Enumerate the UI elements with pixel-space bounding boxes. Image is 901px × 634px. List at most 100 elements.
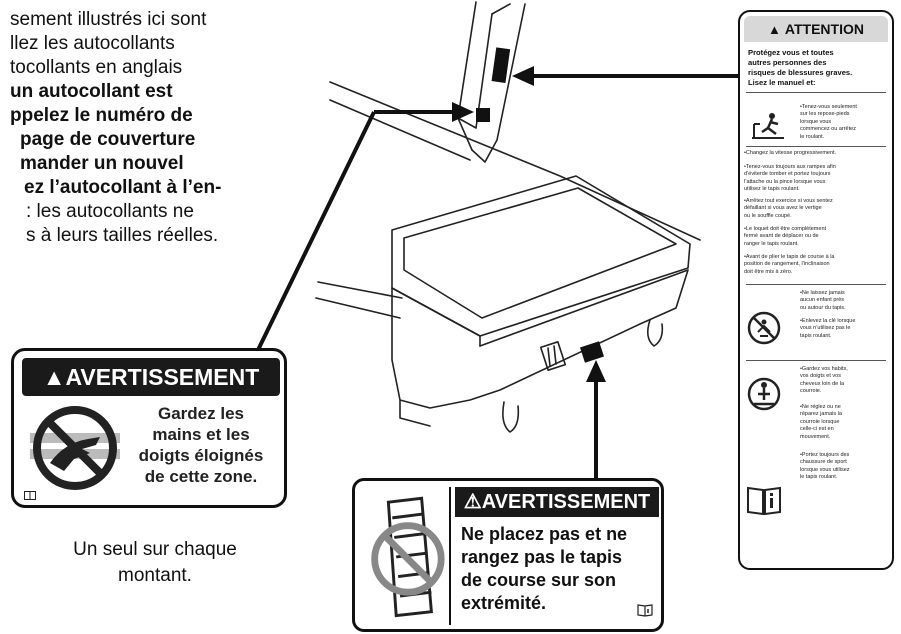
attention-text: le tapis roulant. — [800, 474, 838, 481]
no-hands-icon — [30, 406, 120, 490]
attention-text: •Ne laissez jamais — [800, 290, 845, 296]
manual-icon — [24, 491, 36, 500]
caption: Un seul sur chaque montant. — [10, 537, 300, 589]
attention-intro-line: risques de blessures graves. — [748, 68, 853, 77]
warning-line: rangez pas le tapis — [461, 547, 623, 567]
intro-line: page de couverture — [20, 129, 196, 150]
attention-header: ▲ATTENTION — [744, 16, 888, 42]
no-upright-storage-icon — [371, 487, 451, 625]
attention-item: •Avant de plier le tapis de course à la … — [744, 254, 835, 276]
attention-item: •Tenez-vous seulement sur les repose-pie… — [800, 104, 857, 141]
upright-base — [457, 117, 473, 151]
attention-intro-line: Protégez vous et toutes — [748, 48, 834, 57]
attention-item: •Tenez-vous toujours aux rampes afin d’é… — [744, 164, 836, 194]
intro-line: mander un nouvel — [20, 153, 184, 174]
warning-message: Ne placez pas et ne rangez pas le tapis … — [461, 523, 661, 615]
no-child-icon — [747, 311, 781, 345]
switch-detail — [547, 345, 557, 367]
person-step-icon — [752, 113, 784, 139]
pointer-line-hands — [256, 111, 376, 351]
attention-text: courroie. — [800, 388, 822, 395]
attention-text: •Portez toujours des — [800, 452, 850, 458]
base-side — [391, 269, 689, 409]
attention-text: lorsque vous — [800, 118, 832, 125]
attention-text: ou autour du tapis. — [800, 304, 846, 311]
attention-text: •Le loquet doit être complètement — [744, 226, 827, 232]
upright-left — [457, 1, 493, 129]
belt-hazard-icon — [747, 377, 781, 411]
attention-text: réparez jamais la — [800, 411, 842, 418]
arrow-pointer-icon — [512, 66, 534, 86]
wheel-front — [502, 401, 520, 433]
attention-text: commencez ou arrêtez — [800, 126, 856, 133]
attention-text: celle-ci est en — [800, 426, 834, 433]
divider — [746, 284, 886, 285]
attention-text: fermé avant de déplacer ou de — [744, 233, 819, 240]
attention-item: •Enlevez la clé lorsque vous n’utilisez … — [800, 318, 855, 340]
attention-item: •Portez toujours des chaussure de sport … — [800, 452, 850, 482]
attention-text: lorsque vous utilisez — [800, 466, 850, 473]
attention-text: chaussure de sport — [800, 459, 847, 466]
deck-edge-inner — [329, 99, 471, 161]
attention-text: mouvement. — [800, 433, 831, 440]
attention-text: vous n’utilisez pas le — [800, 325, 851, 332]
attention-text: courroie lorsque — [800, 418, 840, 425]
attention-text: •Ne réglez ou ne — [800, 404, 841, 410]
deck-side-bottom — [315, 297, 401, 319]
base-foot — [399, 399, 431, 427]
intro-line: ppelez le numéro de — [10, 105, 193, 126]
attention-sticker-spot — [491, 47, 511, 83]
hood-front-edge — [391, 287, 481, 347]
intro-line: ez l’autocollant à l’en- — [24, 177, 222, 198]
intro-line: s à leurs tailles réelles. — [26, 225, 219, 246]
hands-sticker-spot — [476, 108, 490, 122]
attention-text: •Avant de plier le tapis de course à la — [744, 254, 835, 260]
attention-text: •Gardez vos habits, — [800, 366, 848, 372]
attention-intro-line: Lisez le manuel et: — [748, 78, 816, 87]
warning-title: ▲AVERTISSEMENT — [22, 358, 280, 396]
arrow-pointer-icon — [586, 360, 606, 382]
attention-text: le roulant. — [800, 133, 825, 140]
intro-line: : les autocollants ne — [26, 201, 194, 222]
warning-line: doigts éloignés — [138, 446, 264, 465]
attention-item: •Arrêtez tout exercice si vous sentez dé… — [744, 198, 833, 220]
attention-text: vos doigts et vos — [800, 373, 841, 380]
warning-label-storage: ⚠AVERTISSEMENT Ne placez pas et ne range… — [352, 478, 664, 632]
intro-line: un autocollant est — [10, 81, 173, 102]
attention-item: •Le loquet doit être complètement fermé … — [744, 226, 826, 248]
warning-line: mains et les — [152, 425, 250, 444]
attention-text: •Enlevez la clé lorsque — [800, 318, 856, 324]
intro-line: llez les autocollants — [10, 33, 175, 54]
warning-line: Gardez les — [158, 404, 244, 423]
attention-text: l’attache ou la pince lorsque vous — [744, 178, 826, 185]
intro-paragraph: sement illustrés ici sont llez les autoc… — [0, 8, 290, 248]
warning-line: de course sur son — [461, 570, 617, 590]
attention-text: ou le souffle coupé. — [744, 212, 792, 219]
attention-text: cheveux loin de la — [800, 380, 845, 387]
divider — [746, 146, 886, 147]
warning-label-hands: ▲AVERTISSEMENT Gardez les mains et les d… — [11, 348, 287, 508]
attention-item: •Gardez vos habits, vos doigts et vos ch… — [800, 366, 848, 396]
attention-item: •Ne réglez ou ne réparez jamais la courr… — [800, 404, 842, 441]
hood-top-panel — [403, 187, 677, 319]
attention-text: d’éviterde tomber et portez toujours — [744, 171, 831, 178]
attention-text: •Arrêtez tout exercice si vous sentez — [744, 198, 833, 204]
attention-text: défaillant si vous avez le vertige — [744, 205, 822, 212]
warning-message: Gardez les mains et les doigts éloignés … — [126, 403, 276, 487]
storage-sticker-spot — [580, 341, 604, 363]
divider — [746, 92, 886, 93]
attention-item: •Changez la vitesse progressivement. — [744, 150, 836, 157]
upright-top — [491, 3, 511, 15]
warning-title: ⚠AVERTISSEMENT — [455, 487, 659, 517]
manual-icon — [637, 604, 653, 617]
attention-text: •Tenez-vous toujours aux rampes afin — [744, 164, 836, 170]
upright-right — [471, 3, 526, 163]
attention-text: position de rangement, l’inclinaison — [744, 261, 830, 268]
arrow-pointer-icon — [452, 102, 474, 122]
attention-text: •Tenez-vous seulement — [800, 104, 857, 110]
attention-text: •Changez la vitesse progressivement. — [744, 150, 837, 156]
wheel-rear — [646, 319, 664, 347]
attention-text: aucun enfant près — [800, 297, 845, 304]
caption-line: montant. — [118, 565, 192, 586]
